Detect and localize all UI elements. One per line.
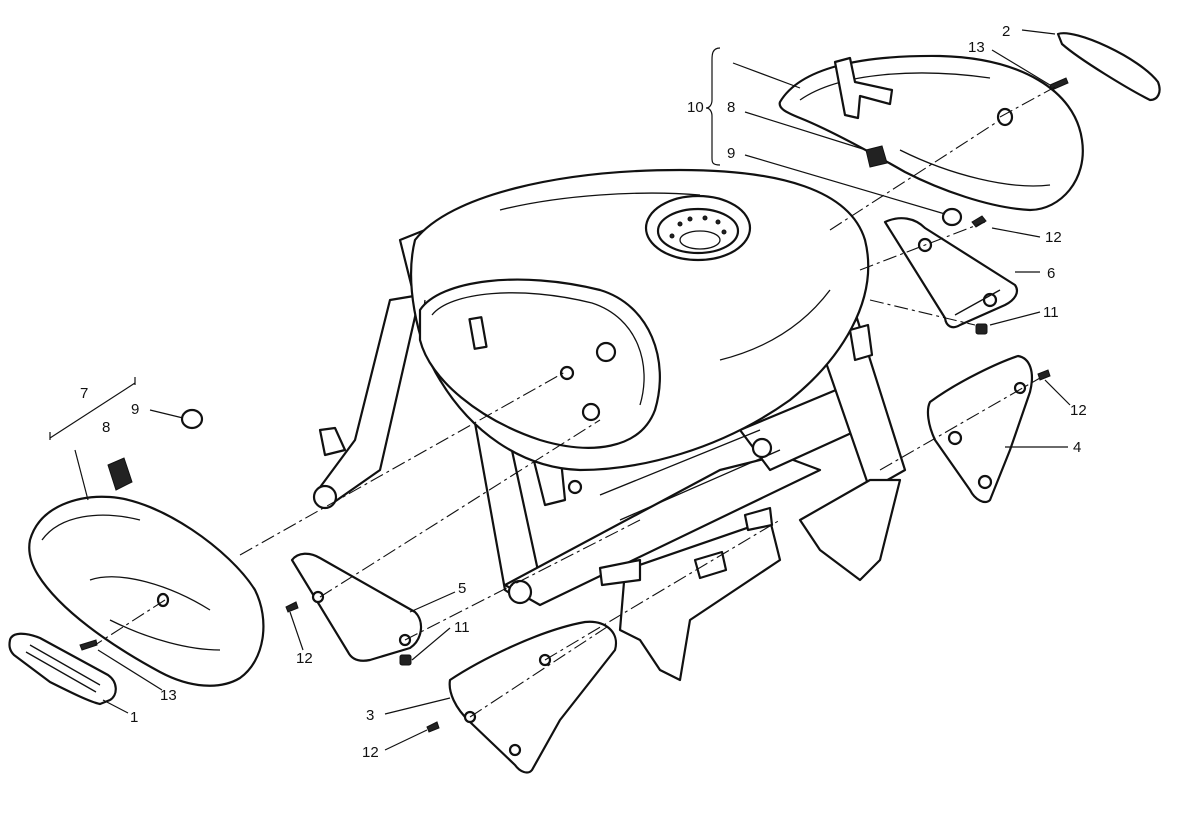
left-badge bbox=[8, 632, 117, 706]
lower-right-cover bbox=[926, 354, 1034, 504]
adhesive-pad-right bbox=[865, 145, 888, 168]
callout-8-right: 8 bbox=[727, 99, 735, 116]
callout-7: 7 bbox=[80, 385, 88, 402]
callout-11-left: 11 bbox=[454, 619, 470, 636]
upper-right-cover bbox=[883, 217, 1019, 329]
callout-12-left: 12 bbox=[296, 650, 313, 667]
callout-13-right: 13 bbox=[968, 39, 985, 56]
callout-4: 4 bbox=[1073, 439, 1081, 456]
assembly-lines bbox=[94, 86, 1056, 718]
bottom-cover bbox=[448, 620, 618, 774]
frame bbox=[312, 226, 882, 607]
callout-11-right: 11 bbox=[1043, 304, 1059, 321]
callout-1: 1 bbox=[130, 709, 138, 726]
screw-left bbox=[79, 639, 98, 651]
right-side-panel bbox=[778, 54, 1084, 212]
callout-12-right-mid: 12 bbox=[1070, 402, 1087, 419]
callout-8-left: 8 bbox=[102, 419, 110, 436]
left-side-panel bbox=[28, 495, 265, 687]
lower-brackets bbox=[598, 478, 902, 682]
nut-left bbox=[399, 654, 412, 666]
callout-13-left: 13 bbox=[160, 687, 177, 704]
left-lower-cover bbox=[290, 552, 423, 662]
callout-labels: 1 2 3 4 5 6 7 8 8 9 9 10 11 11 12 12 12 … bbox=[80, 23, 1087, 761]
fuel-tank bbox=[410, 168, 870, 472]
screw-12-right-top bbox=[971, 215, 987, 228]
callout-6: 6 bbox=[1047, 265, 1055, 282]
screw-12-bottom bbox=[426, 721, 440, 733]
callout-12-bottom: 12 bbox=[362, 744, 379, 761]
nut-right bbox=[975, 323, 988, 335]
callout-2: 2 bbox=[1002, 23, 1010, 40]
adhesive-pad-left bbox=[107, 457, 133, 491]
callout-12-right-top: 12 bbox=[1045, 229, 1062, 246]
grommet-left bbox=[180, 408, 204, 430]
callout-10: 10 bbox=[687, 99, 704, 116]
callout-3: 3 bbox=[366, 707, 374, 724]
leader-lines bbox=[49, 29, 1071, 751]
callout-9-right: 9 bbox=[727, 145, 735, 162]
grommet-right bbox=[941, 207, 963, 227]
screw-12-left bbox=[285, 601, 299, 613]
right-badge bbox=[1056, 32, 1161, 102]
callout-9-left: 9 bbox=[131, 401, 139, 418]
callout-5: 5 bbox=[458, 580, 466, 597]
